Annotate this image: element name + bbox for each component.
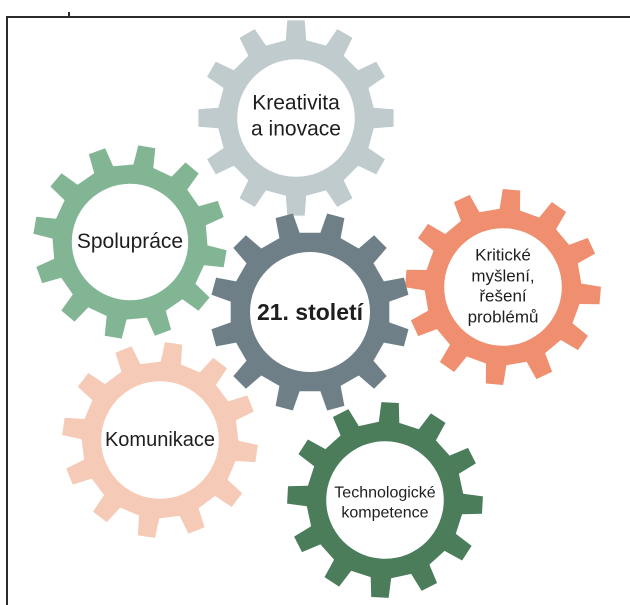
gear-hub-komunikace [101,381,219,499]
frame-tick-mark [68,12,70,17]
gear-kriticke [405,189,601,385]
gear-hub-kriticke [444,228,562,346]
gear-hub-spoluprace [71,183,189,301]
gear-hub-center [250,252,370,372]
gear-label-kriticke: Kritické myšlení, řešení problémů [467,245,539,327]
gear-label-spoluprace: Spolupráce [76,230,184,254]
frame-left-border [6,16,8,605]
gear-label-komunikace: Komunikace [104,428,216,451]
gear-hub-technologicke [326,441,444,559]
gear-label-kreativita: Kreativita a inovace [251,91,341,140]
gear-komunikace [62,342,258,538]
gear-center [211,213,409,411]
gear-label-center: 21. století [256,298,364,325]
gear-hub-kreativita [237,59,355,177]
frame-top-border [6,16,630,18]
gear-kreativita [198,20,394,216]
gear-spoluprace [33,145,227,339]
gear-label-technologicke: Technologické kompetence [334,484,436,521]
gear-technologicke [287,402,483,598]
